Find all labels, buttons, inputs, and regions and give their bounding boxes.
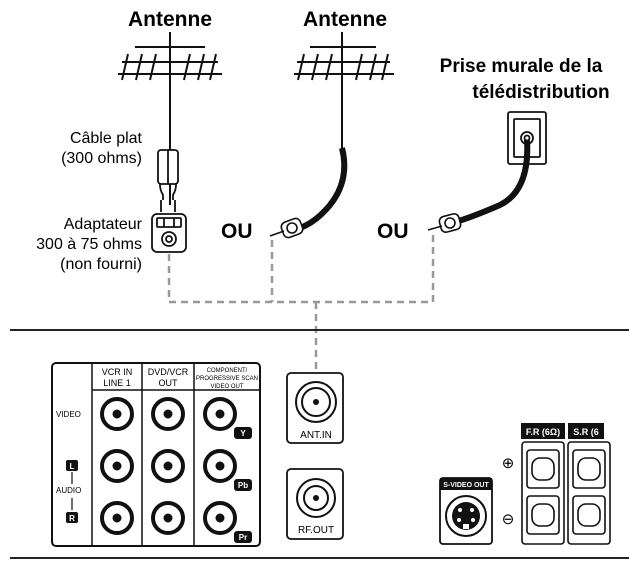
header-vcr-in-1: VCR IN [102,367,133,377]
rf-out-label: RF.OUT [298,525,334,536]
rf-out-jack[interactable]: RF.OUT [286,468,344,540]
jack-dvd-out-audio-r[interactable] [151,501,185,535]
jack-component-y[interactable] [203,397,237,431]
jack-vcr-in-video[interactable] [100,397,134,431]
jack-dvd-out-video[interactable] [151,397,185,431]
header-component-3: VIDEO OUT [210,384,243,390]
minus-icon: ⊖ [502,511,515,528]
av-jack-block: VCR IN LINE 1 DVD/VCR OUT COMPONENT/ PRO… [51,362,261,547]
plus-icon: ⊕ [502,455,515,472]
speaker-terminals: F.R (6Ω) S.R (6 ⊕ ⊖ [502,423,611,545]
ant-in-jack[interactable]: ANT.IN [286,372,344,444]
header-component-1: COMPONENT/ [207,368,248,374]
center-antenna-label: Antenne [303,8,387,31]
speaker-fr-label: F.R (6Ω) [526,427,560,437]
rca-jacks [100,397,237,535]
row-label-audio: AUDIO [56,486,81,495]
left-antenna-label: Antenne [128,8,212,31]
ant-in-label: ANT.IN [300,430,332,441]
badge-y: Y [240,429,246,438]
jack-component-pr[interactable] [203,501,237,535]
dashed-connection [167,230,435,378]
header-component-2: PROGRESSIVE SCAN [196,376,258,382]
adapter-label-2: 300 à 75 ohms [36,236,142,253]
adapter-icon [151,213,187,253]
badge-pr: Pr [239,533,247,542]
wall-outlet-icon [507,111,547,165]
badge-pb: Pb [238,481,248,490]
jack-dvd-out-audio-l[interactable] [151,449,185,483]
center-antenna: Antenne [294,8,394,150]
jack-vcr-in-audio-r[interactable] [100,501,134,535]
row-label-right: R [69,514,75,523]
row-label-video: VIDEO [56,410,81,419]
center-antenna-icon [294,32,394,150]
header-vcr-in-2: LINE 1 [103,378,131,388]
or-label-1: OU [221,220,253,243]
coax-cable-wall [427,139,531,233]
jack-component-pb[interactable] [203,449,237,483]
coax-cable-center [269,147,348,239]
row-label-left: L [70,462,75,471]
flat-cable-label-2: (300 ohms) [61,150,142,167]
flat-cable-icon [157,149,179,212]
speaker-terminal-sr[interactable] [567,441,611,545]
speaker-sr-label: S.R (6 [573,427,599,437]
svideo-out-jack[interactable]: S-VIDEO OUT [439,477,493,545]
header-dvd-vcr-1: DVD/VCR [148,367,189,377]
jack-vcr-in-audio-l[interactable] [100,449,134,483]
header-dvd-vcr-2: OUT [159,378,179,388]
or-label-2: OU [377,220,409,243]
wall-outlet-label-1: Prise murale de la [440,56,603,77]
adapter-label-3: (non fourni) [60,256,142,273]
left-antenna: Antenne [118,8,222,205]
speaker-terminal-fr[interactable] [521,441,565,545]
svideo-out-label: S-VIDEO OUT [443,482,489,489]
wall-outlet-label-2: télédistribution [472,82,609,103]
adapter-label-1: Adaptateur [64,216,143,233]
flat-cable-label-1: Câble plat [70,130,143,147]
